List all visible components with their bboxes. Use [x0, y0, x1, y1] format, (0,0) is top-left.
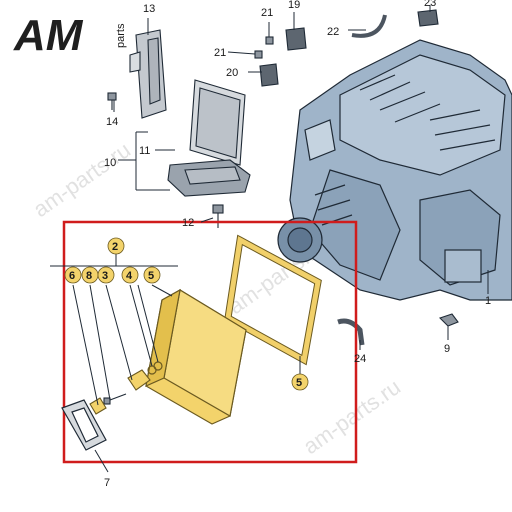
- part-14-screw: [107, 92, 117, 110]
- part-7-gasket: [61, 399, 107, 451]
- hvac-housing: [277, 39, 512, 301]
- callout-24: 24: [354, 353, 366, 365]
- part-24-hose: [337, 318, 365, 346]
- part-23-clip: [417, 9, 439, 27]
- callout-21-lower: 21: [214, 47, 226, 59]
- part-8-screw: [103, 393, 127, 405]
- callout-22: 22: [327, 26, 339, 38]
- part-19-sensor: [285, 27, 307, 51]
- callout-11: 11: [139, 145, 150, 157]
- part-10-filter-assembly: [167, 79, 251, 197]
- logo-suffix-text: parts: [115, 23, 127, 48]
- svg-text:5: 5: [296, 377, 302, 389]
- svg-text:3: 3: [102, 270, 108, 282]
- svg-text:8: 8: [86, 270, 92, 282]
- badge-8: 8: [81, 266, 99, 284]
- badge-4: 4: [121, 266, 139, 284]
- svg-text:2: 2: [112, 241, 118, 253]
- callout-13: 13: [143, 3, 155, 15]
- part-20-actuator: [259, 63, 279, 87]
- part-5-seal-frame: [224, 234, 322, 366]
- svg-text:4: 4: [126, 270, 133, 282]
- svg-text:6: 6: [69, 270, 75, 282]
- part-13-bracket: [129, 29, 167, 119]
- badge-2: 2: [107, 237, 125, 255]
- part-3-connector: [127, 369, 151, 391]
- callout-14: 14: [106, 116, 118, 128]
- callout-19: 19: [288, 0, 300, 11]
- watermark-3: am-parts.ru: [299, 374, 405, 459]
- logo-brand-text: AM: [13, 11, 84, 60]
- badge-5-left: 5: [143, 266, 161, 284]
- callout-labels: 13 14 11 10 21 20 21 19 22 23 12 1 9 24 …: [104, 0, 491, 489]
- badge-5-right: 5: [291, 373, 309, 391]
- highlight-box: [62, 220, 358, 464]
- badge-3: 3: [97, 266, 115, 284]
- part-12-bolt: [212, 204, 224, 228]
- callout-1: 1: [485, 295, 491, 307]
- callout-9: 9: [444, 343, 450, 355]
- callout-12: 12: [182, 217, 194, 229]
- svg-text:5: 5: [148, 270, 154, 282]
- callout-20: 20: [226, 67, 238, 79]
- callout-21-upper: 21: [261, 7, 273, 19]
- brand-logo: AM parts: [13, 11, 127, 60]
- part-2-heat-exchanger: [145, 288, 247, 425]
- callout-10: 10: [104, 157, 116, 169]
- callout-badges: 2 6 8 3 4 5 5: [64, 237, 309, 391]
- part-9-screw: [438, 313, 459, 327]
- callout-23: 23: [424, 0, 436, 9]
- badge-6: 6: [64, 266, 82, 284]
- callout-7: 7: [104, 477, 110, 489]
- watermark-1: am-parts.ru: [29, 137, 135, 222]
- part-22-hose: [351, 14, 387, 38]
- part-21-fasteners: [254, 36, 274, 59]
